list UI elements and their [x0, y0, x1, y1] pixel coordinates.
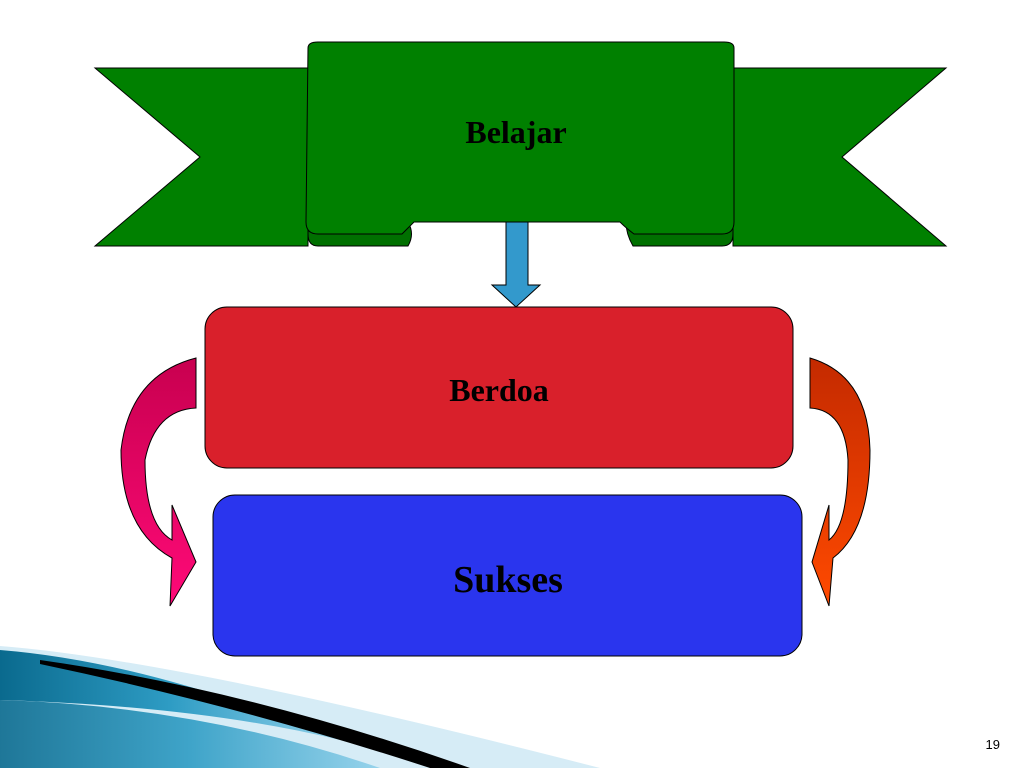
- box-berdoa: Berdoa: [204, 306, 794, 469]
- banner-label: Belajar: [465, 114, 566, 150]
- banner-left-tail: [93, 67, 309, 247]
- box-sukses: Sukses: [212, 494, 803, 657]
- down-arrow-icon: [490, 221, 542, 308]
- banner-belajar: Belajar: [93, 41, 948, 247]
- left-curved-arrow-icon: [120, 357, 197, 607]
- page-number: 19: [985, 737, 1000, 752]
- bottom-box-label: Sukses: [453, 559, 563, 601]
- middle-box-label: Berdoa: [449, 372, 549, 408]
- banner-body: [305, 41, 735, 235]
- decorative-swoosh: [0, 646, 600, 768]
- right-curved-arrow-icon: [809, 357, 871, 607]
- banner-right-tail: [732, 67, 948, 247]
